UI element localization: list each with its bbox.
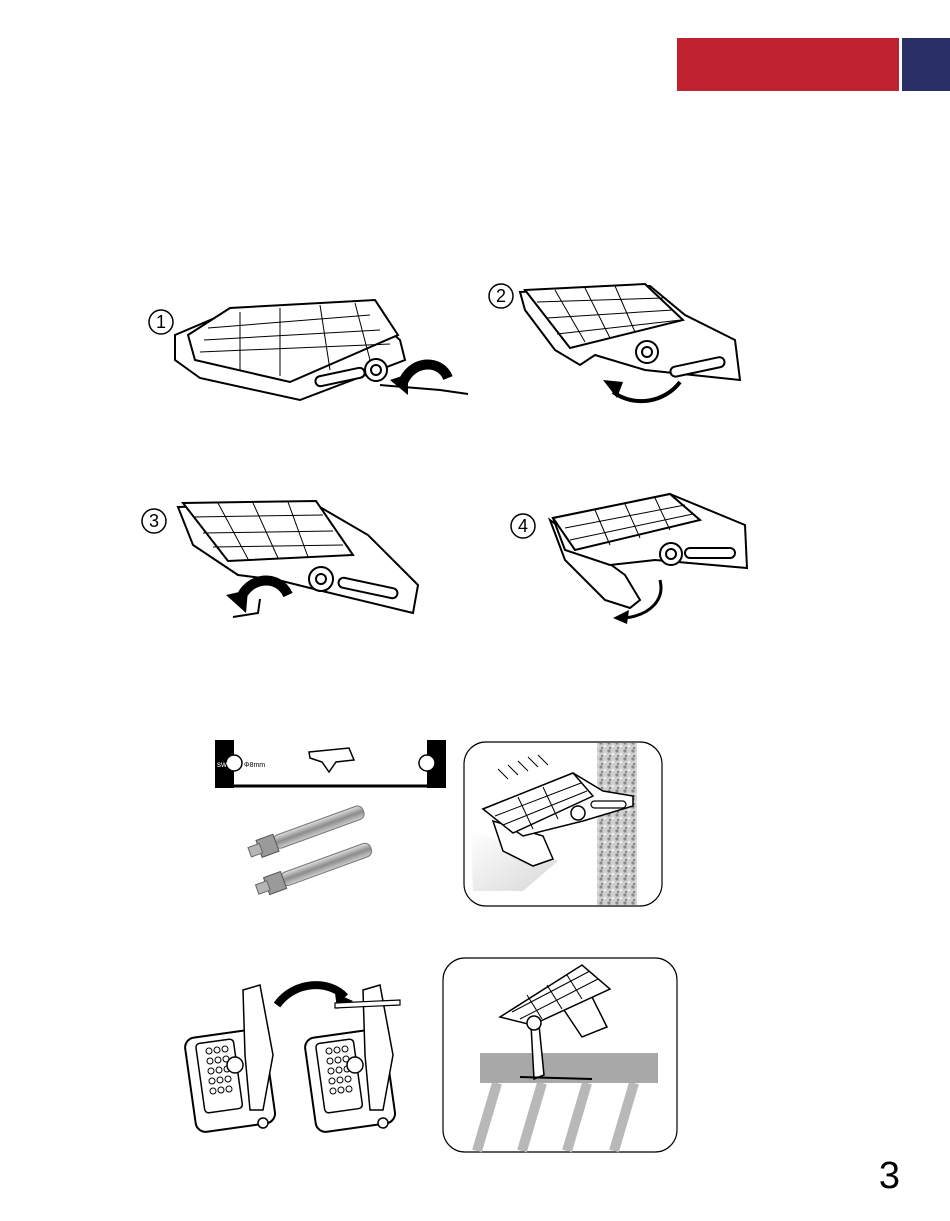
spike-conversion-figure — [185, 965, 420, 1135]
drilling-template: sw Φ8mm — [214, 738, 449, 790]
step-1-number: 1 — [156, 312, 166, 332]
light-after — [304, 985, 400, 1133]
light-before — [184, 985, 276, 1133]
ground-spike-figure — [442, 957, 678, 1153]
step-3-figure: 3 — [138, 495, 428, 625]
step-1-figure: 1 — [140, 290, 480, 410]
expansion-bolts — [240, 795, 390, 895]
header-secondary-bar — [902, 38, 950, 91]
step-2-figure: 2 — [485, 280, 755, 410]
wall-mount-figure — [463, 741, 663, 907]
hole-size-label: Φ8mm — [244, 762, 265, 769]
step-4-figure: 4 — [505, 490, 755, 630]
step-4-number: 4 — [518, 516, 528, 536]
page-number: 3 — [879, 1155, 900, 1198]
step-2-number: 2 — [496, 286, 506, 306]
header-accent-bar — [677, 38, 899, 91]
sw-label: sw — [217, 760, 227, 769]
step-3-number: 3 — [149, 511, 159, 531]
